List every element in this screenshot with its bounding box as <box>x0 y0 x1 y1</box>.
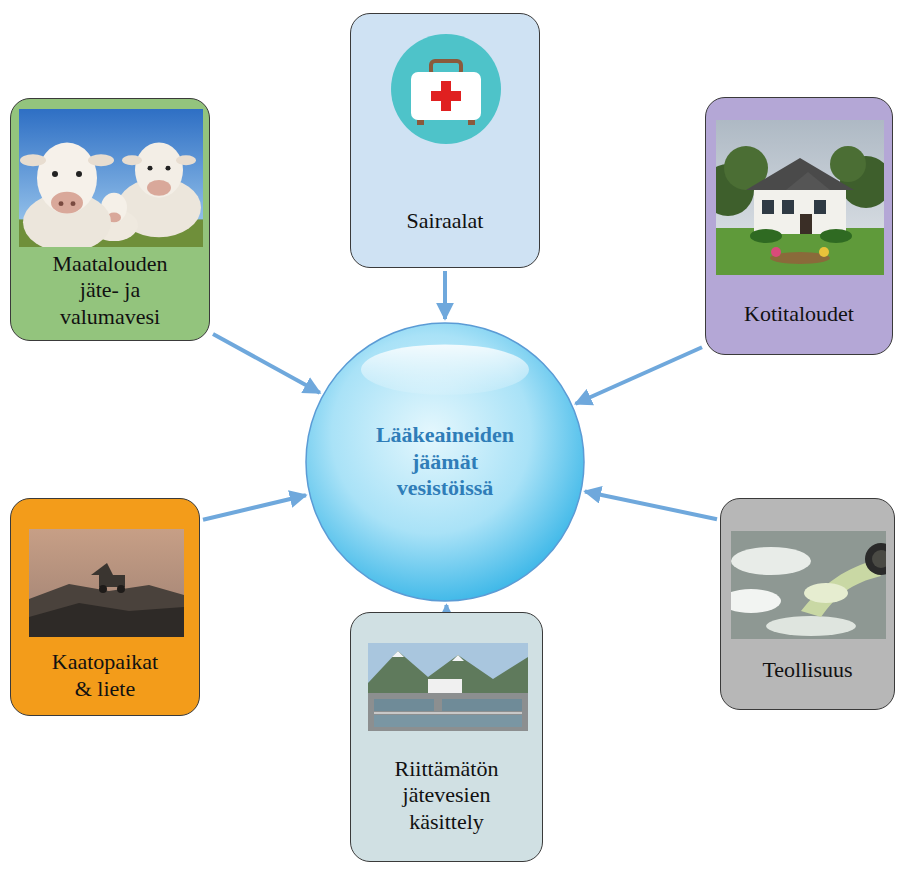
source-box: Sairaalat <box>350 13 540 268</box>
source-label: Maatalouden jäte- ja valumavesi <box>35 251 185 330</box>
flow-arrow <box>576 347 702 403</box>
source-label: Riittämätön jätevesien käsittely <box>372 756 522 835</box>
bubble-circle <box>306 323 584 601</box>
bubble-highlight <box>361 344 529 394</box>
house-photo <box>716 120 884 275</box>
cows-photo <box>19 109 203 247</box>
text-area: Maatalouden jäte- ja valumavesi <box>17 249 203 332</box>
source-label: Sairaalat <box>407 208 484 234</box>
center-label: Lääkeaineiden jäämät vesistöissä <box>365 422 525 501</box>
flow-arrow <box>585 491 717 519</box>
flow-arrow <box>213 334 320 393</box>
flow-arrow <box>443 271 447 319</box>
text-area: Lääkeaineiden jäämät vesistöissä <box>305 322 585 602</box>
source-label: Teollisuus <box>762 657 852 683</box>
text-area: Kaatopaikat & liete <box>17 644 193 707</box>
target-circle: Lääkeaineiden jäämät vesistöissä <box>305 322 585 602</box>
source-box: Kotitaloudet <box>705 97 893 355</box>
industrial-outflow-photo <box>731 531 886 639</box>
text-area: Riittämätön jätevesien käsittely <box>357 738 536 853</box>
landfill-photo <box>29 529 184 637</box>
source-label: Kaatopaikat & liete <box>46 649 164 702</box>
source-box: Kaatopaikat & liete <box>10 498 200 716</box>
source-box: Teollisuus <box>720 498 895 710</box>
source-box: Maatalouden jäte- ja valumavesi <box>10 98 210 341</box>
medical-kit-icon <box>391 34 501 144</box>
flow-arrow <box>203 495 306 520</box>
source-label: Kotitaloudet <box>744 301 854 327</box>
flow-arrow <box>444 605 448 609</box>
text-area: Teollisuus <box>727 639 888 701</box>
text-area: Kotitaloudet <box>712 283 886 346</box>
text-area: Sairaalat <box>357 184 533 259</box>
treatment-plant-photo <box>368 643 528 731</box>
source-box: Riittämätön jätevesien käsittely <box>350 612 543 862</box>
